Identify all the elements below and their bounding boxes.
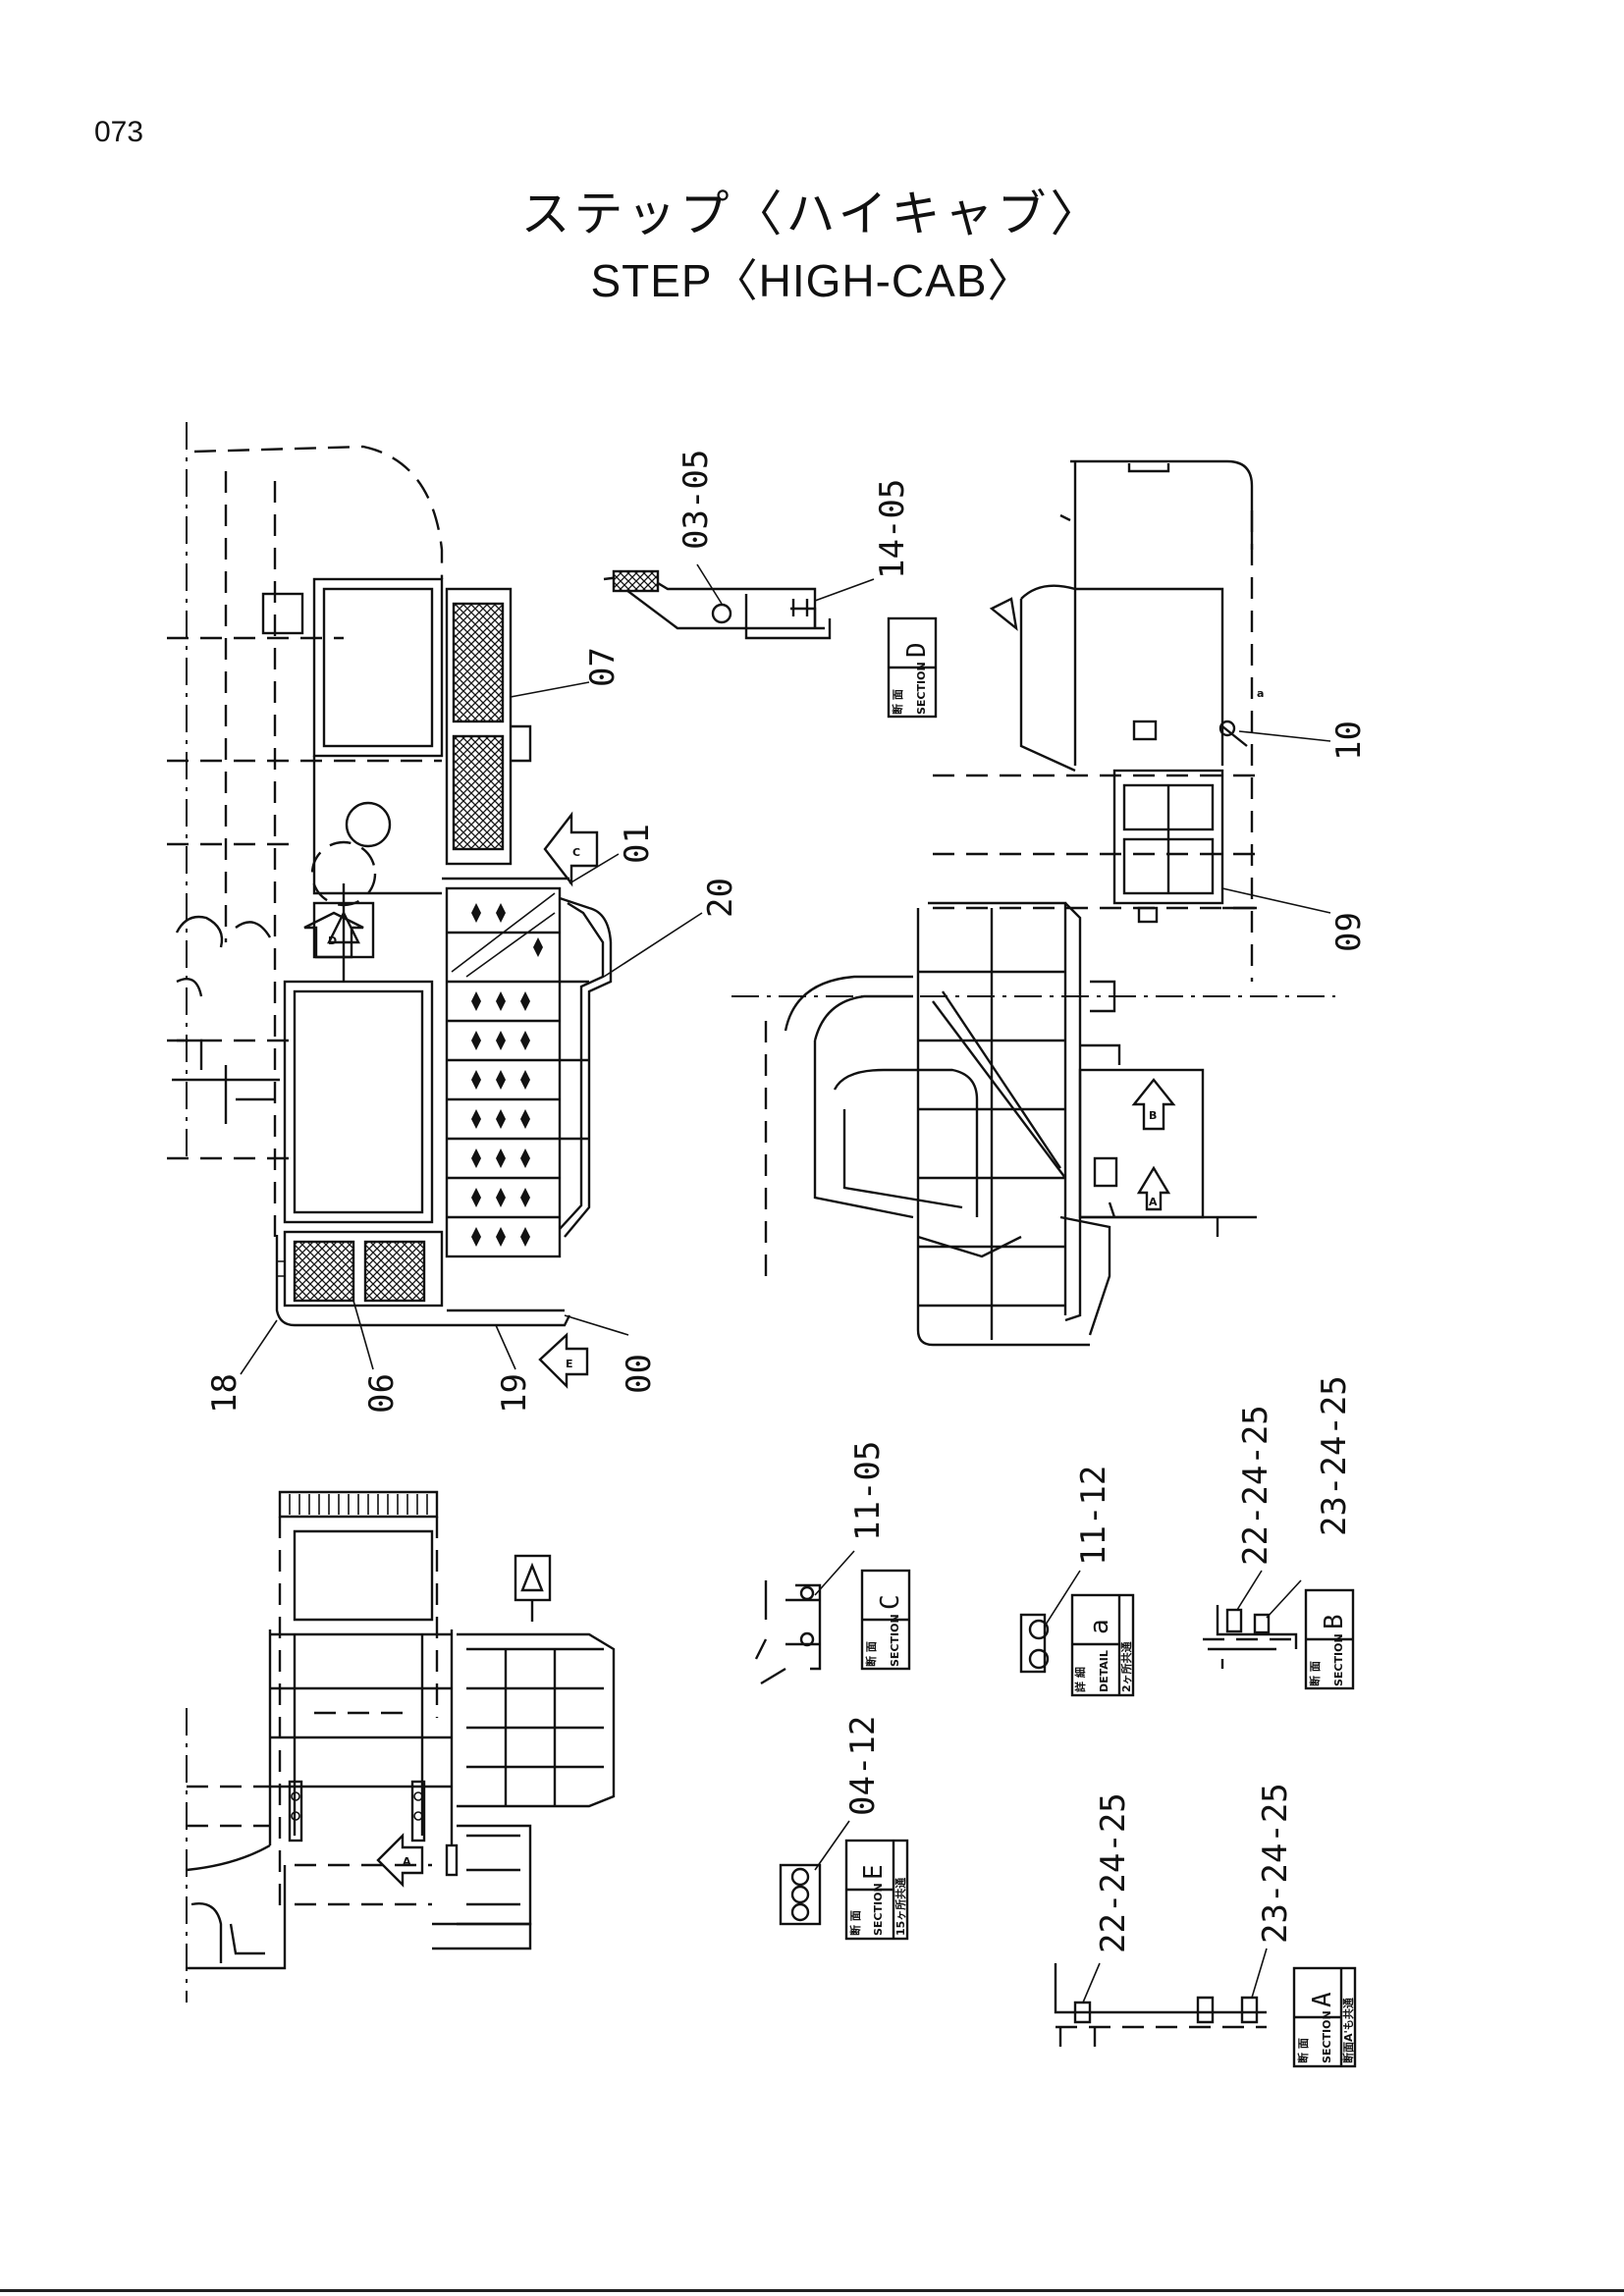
svg-text:E: E <box>566 1358 573 1370</box>
svg-text:断面A'も共通: 断面A'も共通 <box>1341 1998 1355 2063</box>
callout-07: 07 <box>583 647 623 687</box>
rear-view: A <box>186 1490 616 2002</box>
svg-text:A: A <box>1308 1992 1337 2007</box>
svg-text:a: a <box>1257 687 1264 700</box>
svg-text:D: D <box>902 642 932 658</box>
svg-text:DETAIL: DETAIL <box>1098 1650 1110 1692</box>
svg-text:C: C <box>876 1594 905 1610</box>
callouts-side-view: 10 09 <box>1221 721 1369 952</box>
section-b-view: 22-24-25 23-24-25 B 断 面 SECTION <box>1203 1375 1355 1690</box>
title-english: STEP〈HIGH-CAB〉 <box>590 255 1034 306</box>
svg-text:a: a <box>1085 1619 1114 1634</box>
svg-text:断 面: 断 面 <box>864 1641 878 1667</box>
svg-text:B: B <box>1320 1614 1349 1629</box>
section-e-view: 04-12 E 断 面 SECTION 15ヶ所共通 <box>779 1716 909 1941</box>
callout-01: 01 <box>618 824 657 864</box>
view-arrow-c: C <box>543 811 599 887</box>
callout-11-12: 11-12 <box>1074 1466 1113 1566</box>
svg-text:D: D <box>328 934 337 947</box>
title-japanese: ステップ〈ハイキャブ〉 <box>520 186 1104 242</box>
callout-23-24-25-b: 23-24-25 <box>1315 1375 1354 1536</box>
svg-text:SECTION: SECTION <box>889 1614 901 1667</box>
section-c-view: 11-05 C 断 面 SECTION <box>754 1441 911 1685</box>
svg-text:15ヶ所共通: 15ヶ所共通 <box>893 1878 907 1936</box>
callout-03-05: 03-05 <box>677 450 716 550</box>
callout-00: 00 <box>620 1354 659 1394</box>
svg-text:断 面: 断 面 <box>848 1910 862 1936</box>
view-arrow-e: E <box>538 1332 589 1389</box>
view-arrow-a: A <box>1136 1165 1171 1211</box>
svg-text:断 面: 断 面 <box>891 689 904 715</box>
svg-text:断 面: 断 面 <box>1296 2038 1310 2063</box>
callout-06: 06 <box>362 1373 402 1414</box>
svg-text:詳 細: 詳 細 <box>1073 1667 1087 1692</box>
detail-a-view: 11-12 a 詳 細 DETAIL 2ヶ所共通 <box>1019 1466 1135 1697</box>
callout-14-05: 14-05 <box>873 479 912 579</box>
tread-deck <box>445 886 562 1258</box>
callout-10: 10 <box>1329 721 1369 761</box>
svg-text:C: C <box>572 846 580 859</box>
svg-text:E: E <box>859 1864 889 1880</box>
svg-text:B: B <box>1149 1109 1157 1122</box>
svg-text:SECTION: SECTION <box>915 662 928 715</box>
callout-09: 09 <box>1329 912 1369 952</box>
detail-a-box: a 詳 細 DETAIL 2ヶ所共通 <box>1070 1593 1135 1697</box>
svg-text:SECTION: SECTION <box>872 1883 885 1936</box>
callout-18: 18 <box>205 1373 244 1414</box>
view-arrow-a-rear: A <box>376 1833 424 1888</box>
section-d-view: 03-05 14-05 D 断 面 SECTION <box>603 450 938 719</box>
page-number: 073 <box>94 116 144 148</box>
callout-11-05: 11-05 <box>848 1441 888 1541</box>
section-d-box: D 断 面 SECTION <box>887 616 938 719</box>
section-c-box: C 断 面 SECTION <box>860 1569 911 1671</box>
section-b-box: B 断 面 SECTION <box>1304 1588 1355 1690</box>
view-arrow-d: D <box>303 911 364 959</box>
svg-text:2ヶ所共通: 2ヶ所共通 <box>1119 1641 1133 1692</box>
callout-19: 19 <box>495 1373 534 1414</box>
section-e-box: E 断 面 SECTION 15ヶ所共通 <box>844 1839 909 1941</box>
section-a-box: A 断 面 SECTION 断面A'も共通 <box>1292 1966 1357 2068</box>
svg-text:A: A <box>403 1855 411 1868</box>
svg-text:A: A <box>1149 1196 1158 1208</box>
callout-22-24-25-b: 22-24-25 <box>1236 1405 1275 1566</box>
svg-text:断 面: 断 面 <box>1308 1661 1322 1686</box>
section-a-view: 22-24-25 23-24-25 A 断 面 SECTION 断面A'も共通 <box>1054 1783 1357 2068</box>
callouts-plan-view: 07 01 20 18 06 19 00 <box>205 647 740 1414</box>
callout-22-24-25-a: 22-24-25 <box>1094 1792 1133 1953</box>
callout-20: 20 <box>701 878 740 918</box>
svg-text:SECTION: SECTION <box>1332 1633 1345 1686</box>
side-elevation-view: a <box>731 459 1335 1347</box>
svg-text:SECTION: SECTION <box>1321 2010 1333 2063</box>
view-arrow-b: B <box>1131 1078 1176 1131</box>
callout-04-12: 04-12 <box>843 1716 883 1816</box>
bottom-rule <box>0 2289 1624 2292</box>
callout-23-24-25-a: 23-24-25 <box>1256 1783 1295 1944</box>
main-plan-view: C D E <box>167 422 613 1389</box>
